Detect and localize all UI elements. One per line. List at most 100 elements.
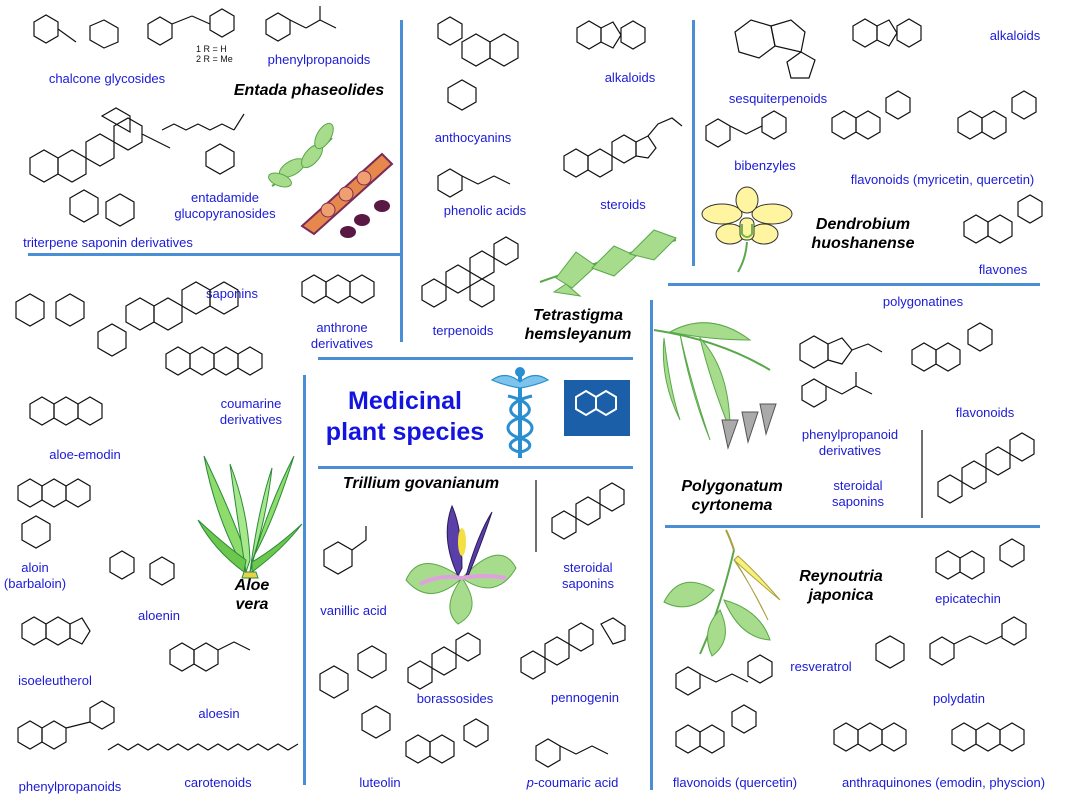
carboline-alkaloid-structure (567, 8, 687, 73)
label-entadamide: entadamide glucopyranosides (160, 190, 290, 222)
divider-vertical-center-left (303, 375, 306, 785)
label-aloesin: aloesin (198, 706, 240, 721)
label-phenylpropanoids-top: phenylpropanoids (267, 52, 371, 67)
label-polydatin: polydatin (932, 691, 986, 706)
divider-vertical-right (650, 300, 653, 790)
physcion-structure (944, 706, 1054, 771)
phenylpropanoid-derivative-structure (796, 366, 886, 423)
saponin-structure (10, 262, 260, 377)
r-group-legend-line2: 2 R = Me (196, 54, 233, 64)
label-aloin-line2: (barbaloin) (3, 576, 67, 591)
flavonoid-structure-right (906, 316, 1026, 405)
label-phenylpropanoids-bottom: phenylpropanoids (18, 779, 122, 794)
r-group-legend-line1: 1 R = H (196, 44, 227, 54)
species-aloe-line2: vera (235, 596, 269, 613)
pennogenin-structure (515, 614, 640, 695)
label-vanillic-acid: vanillic acid (320, 603, 387, 618)
quercetin-structure-bottom (670, 700, 790, 777)
label-steroidal-saponins-right: steroidal saponins (818, 478, 898, 510)
divider-horizontal-left (28, 253, 400, 256)
label-anthraquinones: anthraquinones (emodin, physcion) (841, 775, 1046, 790)
aloe-vera-plant (196, 450, 306, 583)
steroid-structure (558, 112, 688, 197)
label-steroidal-saponins-right-line2: saponins (831, 494, 885, 509)
species-tetrastigma-line2: hemsleyanum (524, 326, 632, 343)
label-steroidal-saponins-right-line1: steroidal (833, 478, 883, 493)
label-anthocyanins: anthocyanins (434, 130, 512, 145)
label-bibenzyles: bibenzyles (734, 158, 796, 173)
label-flavonoids-right: flavonoids (955, 405, 1015, 420)
right-alkaloid-structure (843, 6, 963, 71)
steroidal-saponin-structure-mid (532, 478, 650, 559)
species-dendrobium-line1: Dendrobium (815, 216, 911, 233)
species-dendrobium-line2: huoshanense (811, 235, 915, 252)
center-title: Medicinal plant species (325, 386, 485, 448)
label-phenylpropanoid-derivatives-line1: phenylpropanoid (801, 427, 899, 442)
center-title-line2: plant species (325, 418, 485, 446)
bibenzyl-structure (700, 108, 800, 159)
quercetin-structure-top (952, 84, 1062, 169)
species-tetrastigma-line1: Tetrastigma (532, 307, 624, 324)
aloesin-structure (160, 616, 280, 705)
label-entadamide-line1: entadamide (191, 190, 259, 205)
divider-vertical-top-left (400, 20, 403, 342)
label-p-coumaric-rest: -coumaric acid (533, 775, 619, 790)
steroidal-saponin-structure-right (918, 428, 1050, 525)
label-steroids: steroids (600, 197, 646, 212)
species-reynoutria-line2: japonica (808, 587, 874, 604)
aloin-structure (8, 466, 128, 563)
hexagon-molecule-icon (564, 380, 630, 441)
label-anthrone: anthrone derivatives (302, 320, 382, 352)
label-phenolic-acids: phenolic acids (443, 203, 527, 218)
reynoutria-plant (660, 529, 800, 665)
coumarine-structure (160, 334, 290, 403)
aloenin-structure (100, 524, 210, 609)
p-coumaric-acid-structure (530, 732, 630, 777)
species-reynoutria: Reynoutria japonica (786, 567, 896, 605)
label-isoeleutherol: isoeleutherol (18, 673, 92, 688)
r-group-legend: 1 R = H 2 R = Me (196, 44, 233, 64)
divider-vertical-top-right (692, 20, 695, 266)
species-polygonatum-line2: cyrtonema (691, 497, 773, 514)
label-flavonoids-quercetin: flavonoids (quercetin) (672, 775, 798, 790)
label-aloin-line1: aloin (21, 560, 49, 575)
emodin-structure (826, 706, 936, 771)
polydatin-structure (870, 610, 1050, 695)
tetrastigma-leaves (536, 222, 686, 303)
label-coumarine-line2: derivatives (219, 412, 283, 427)
sesquiterpenoid-structure (705, 2, 835, 93)
divider-horizontal-right-mid (665, 525, 1040, 528)
divider-horizontal-right-top (668, 283, 1040, 286)
label-terpenoids: terpenoids (432, 323, 494, 338)
species-aloe: Aloe vera (222, 576, 282, 614)
label-epicatechin: epicatechin (935, 591, 1001, 606)
label-p-coumaric-prefix: p (526, 775, 534, 790)
entadamide-structure (160, 100, 270, 191)
label-triterpene-saponin: triterpene saponin derivatives (23, 235, 193, 250)
resveratrol-structure (670, 648, 800, 713)
terpenoid-structure (418, 224, 528, 325)
trillium-plant (400, 498, 525, 633)
label-anthrone-line2: derivatives (310, 336, 374, 351)
vanillic-acid-structure (312, 520, 392, 605)
label-p-coumaric-acid: p-coumaric acid (515, 775, 630, 791)
species-polygonatum: Polygonatum cyrtonema (662, 477, 802, 515)
luteolin-structure (400, 714, 520, 783)
label-aloe-emodin: aloe-emodin (49, 447, 121, 462)
aloe-emodin-structure (20, 380, 140, 447)
label-polygonatines: polygonatines (882, 294, 964, 309)
epicatechin-structure (930, 528, 1060, 605)
borassoside-structure (312, 624, 532, 769)
species-trillium: Trillium govanianum (342, 475, 500, 492)
species-entada: Entada phaseolides (233, 82, 385, 99)
label-flavones: flavones (978, 262, 1028, 277)
isoeleutherol-structure (14, 598, 104, 675)
center-title-line1: Medicinal (348, 387, 462, 415)
divider-horizontal-center-top (318, 357, 633, 360)
label-sesquiterpenoids: sesquiterpenoids (728, 91, 828, 106)
species-polygonatum-line1: Polygonatum (681, 478, 783, 495)
label-flavonoids-myricetin: flavonoids (myricetin, quercetin) (850, 172, 1035, 187)
label-pennogenin: pennogenin (551, 690, 619, 705)
caduceus-icon (490, 366, 550, 467)
label-phenylpropanoid-derivatives: phenylpropanoid derivatives (790, 427, 910, 459)
